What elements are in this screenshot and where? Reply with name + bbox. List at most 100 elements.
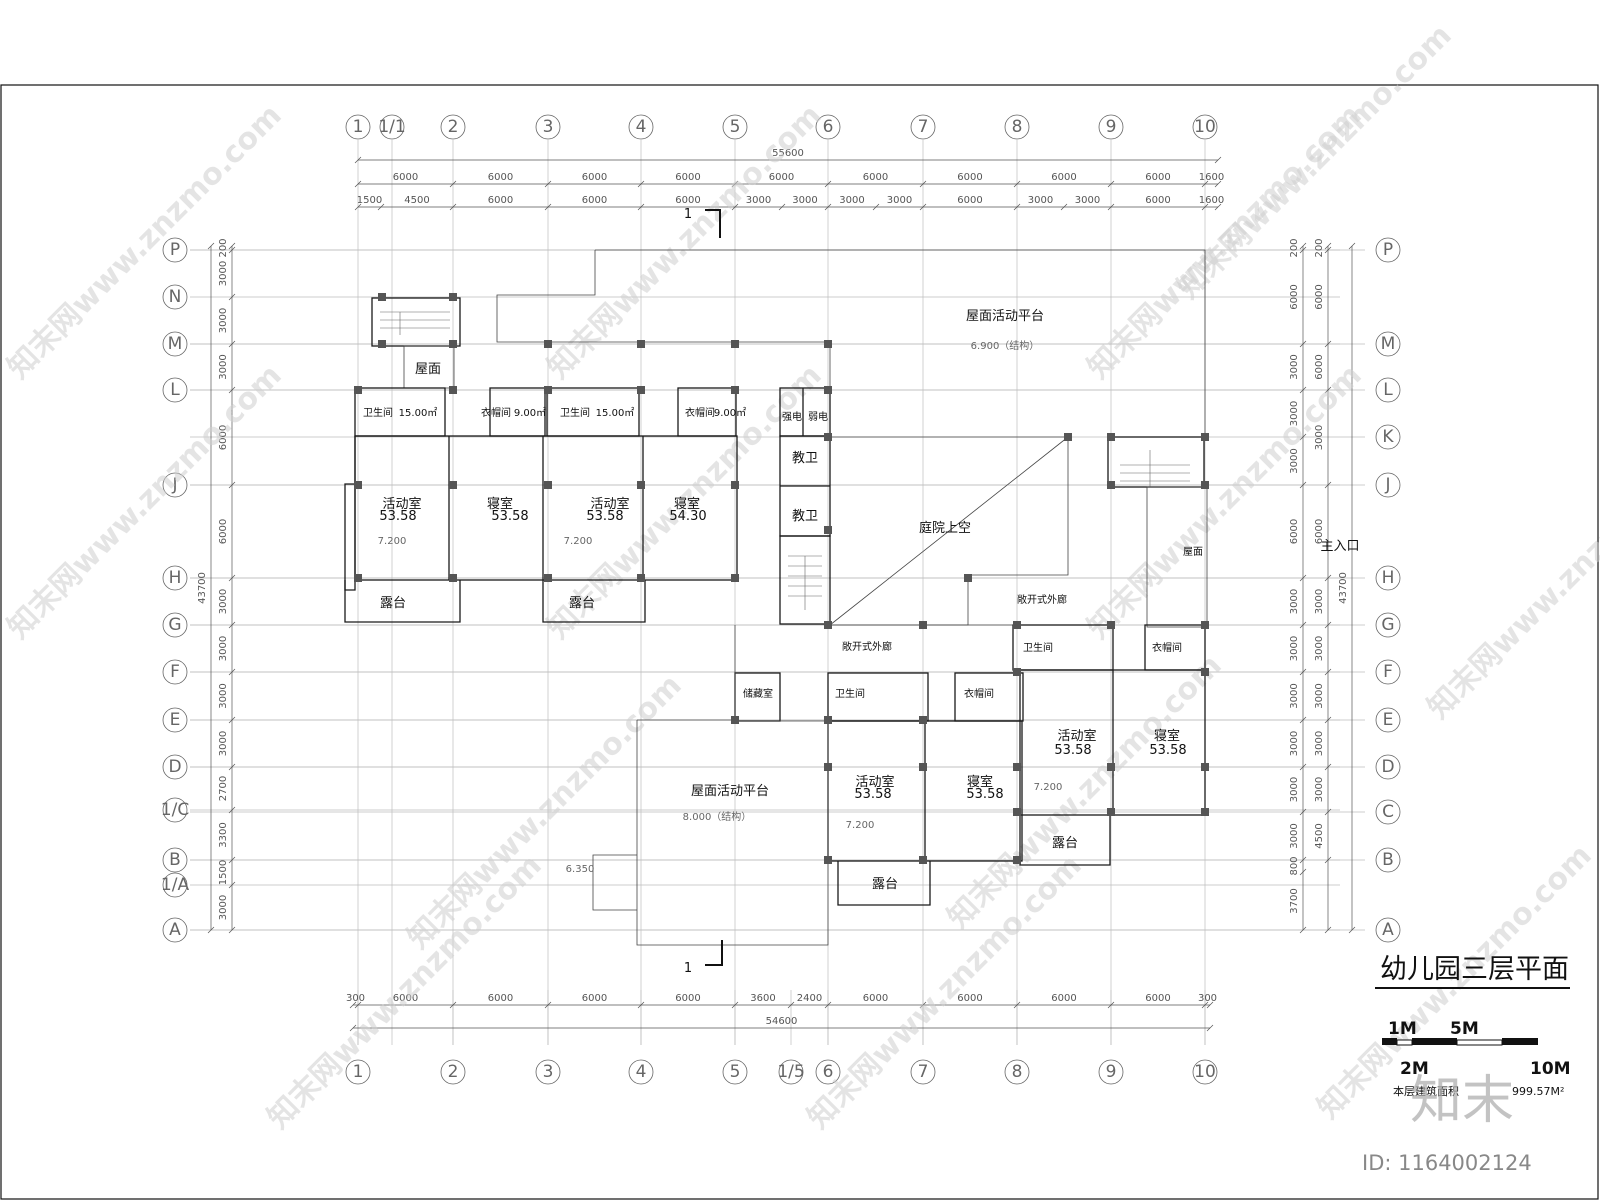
structural-column (824, 526, 832, 534)
dim-left-row-tick (228, 242, 236, 250)
dim-right-row2-text: 200 (1314, 238, 1325, 257)
dim-bottom-row-tick (919, 1001, 927, 1009)
structural-column (1201, 481, 1209, 489)
structural-column (1013, 668, 1021, 676)
axis-bubble-left-L: L (170, 380, 180, 400)
dim-top-row2-text: 6000 (488, 195, 513, 206)
axis-bubble-bottom-1-circle (345, 1059, 371, 1085)
dim-left-row-tick (228, 246, 236, 254)
room-bedroom-2-area: 54.30 (669, 509, 706, 524)
dim-bottom-row-text: 3600 (750, 993, 775, 1004)
dim-right-row2-text: 3000 (1314, 636, 1325, 661)
axis-bubble-top-8-circle (1004, 114, 1030, 140)
dim-right-row1-text: 200 (1289, 238, 1300, 257)
dim-bottom-row-tick (449, 1001, 457, 1009)
axis-bubble-right-D: D (1381, 757, 1394, 777)
axis-bubble-right-L-circle (1375, 377, 1401, 403)
axis-bubble-top-4-circle (628, 114, 654, 140)
axis-bubble-top-3: 3 (543, 117, 554, 137)
axis-bubble-bottom-1/5: 1/5 (777, 1062, 804, 1082)
dim-top-row2-tick (778, 203, 786, 211)
structural-column (378, 293, 386, 301)
dim-right-row1-tick (1299, 716, 1307, 724)
drawing-title: 幼儿园三层平面 (1380, 954, 1569, 985)
dim-top-row2-text: 6000 (582, 195, 607, 206)
axis-bubble-top-2-circle (440, 114, 466, 140)
dim-right-row1-tick (1299, 668, 1307, 676)
structural-column (637, 481, 645, 489)
axis-bubble-left-N-circle (162, 284, 188, 310)
axis-bubble-top-5: 5 (730, 117, 741, 137)
dim-left-row-tick (228, 763, 236, 771)
room-roof-nw: 屋面 (415, 362, 441, 377)
dim-bottom-row-tick (349, 1001, 357, 1009)
axis-bubble-bottom-6-circle (815, 1059, 841, 1085)
axis-bubble-left-F: F (170, 662, 180, 682)
axis-bubble-left-H: H (169, 568, 182, 588)
room-activity-1-area: 53.58 (379, 509, 416, 524)
axis-bubble-top-9: 9 (1106, 117, 1117, 137)
axis-bubble-left-G: G (168, 615, 181, 635)
scale-bar (1382, 1038, 1538, 1046)
room-terrace-2: 露台 (569, 596, 595, 611)
room-bedroom-south: 寝室 (967, 774, 993, 790)
dim-bottom-row-tick (731, 1001, 739, 1009)
structural-column (354, 386, 362, 394)
structural-column (919, 763, 927, 771)
axis-bubble-bottom-3-circle (535, 1059, 561, 1085)
dim-right-row2-text: 3000 (1314, 683, 1325, 708)
dim-right-row1-text: 6000 (1289, 519, 1300, 544)
axis-bubble-top-6: 6 (823, 117, 834, 137)
dim-right-row2-tick (1324, 668, 1332, 676)
structural-column (919, 621, 927, 629)
structural-column (637, 386, 645, 394)
structural-column (824, 340, 832, 348)
axis-bubble-left-1/A: 1/A (161, 875, 190, 895)
dim-right-row1-text: 3000 (1289, 589, 1300, 614)
dim-top-row2-text: 1500 (357, 195, 382, 206)
room-activity-2: 活动室 (590, 496, 629, 512)
room-activity-2-elev: 7.200 (564, 536, 593, 547)
dim-right-row2-tick (1324, 386, 1332, 394)
dim-left-row-tick (228, 481, 236, 489)
dim-top-row2-text: 3000 (1028, 195, 1053, 206)
axis-bubble-top-10-circle (1192, 114, 1218, 140)
dim-top-row2-tick (731, 203, 739, 211)
room-bedroom-1-area: 53.58 (491, 509, 528, 524)
axis-bubble-left-1/A-circle (162, 872, 188, 898)
dim-right-row2-tick (1324, 242, 1332, 250)
dim-top-row2-tick (354, 203, 362, 211)
axis-bubble-bottom-5-circle (722, 1059, 748, 1085)
structural-column (544, 574, 552, 582)
scale-label-2m: 2M (1400, 1059, 1429, 1079)
floor-area-value: 999.57M² (1512, 1085, 1564, 1098)
structural-column (1013, 856, 1021, 864)
dim-right-row1-text: 3000 (1289, 636, 1300, 661)
dim-right-row1-tick (1299, 763, 1307, 771)
dim-top-row2-text: 4500 (404, 195, 429, 206)
structural-column (1201, 621, 1209, 629)
dim-left-row-tick (228, 340, 236, 348)
axis-bubble-bottom-6: 6 (823, 1062, 834, 1082)
axis-bubble-left-N: N (169, 287, 182, 307)
room-open-corridor-1: 敞开式外廊 (1017, 593, 1067, 606)
axis-bubble-left-1/C: 1/C (161, 800, 189, 820)
dim-right-row1-tick (1299, 868, 1307, 876)
dim-bottom-row-text: 300 (1198, 993, 1217, 1004)
room-open-corridor-2: 敞开式外廊 (842, 640, 892, 653)
dim-right-row1-tick (1299, 433, 1307, 441)
axis-bubble-left-B-circle (162, 847, 188, 873)
entrance-label: 主入口 (1320, 539, 1359, 554)
axis-bubble-top-8: 8 (1012, 117, 1023, 137)
axis-bubble-left-F-circle (162, 659, 188, 685)
structural-column (824, 621, 832, 629)
room-roof-east: 屋面 (1183, 546, 1203, 558)
axis-bubble-top-7-circle (910, 114, 936, 140)
dim-left-row-tick (228, 621, 236, 629)
room-wc-east: 卫生间 (1023, 641, 1053, 654)
axis-bubble-bottom-2-circle (440, 1059, 466, 1085)
dim-top-row2-text: 6000 (957, 195, 982, 206)
room-bedroom-east: 寝室 (1154, 728, 1180, 744)
structural-column (1201, 808, 1209, 816)
